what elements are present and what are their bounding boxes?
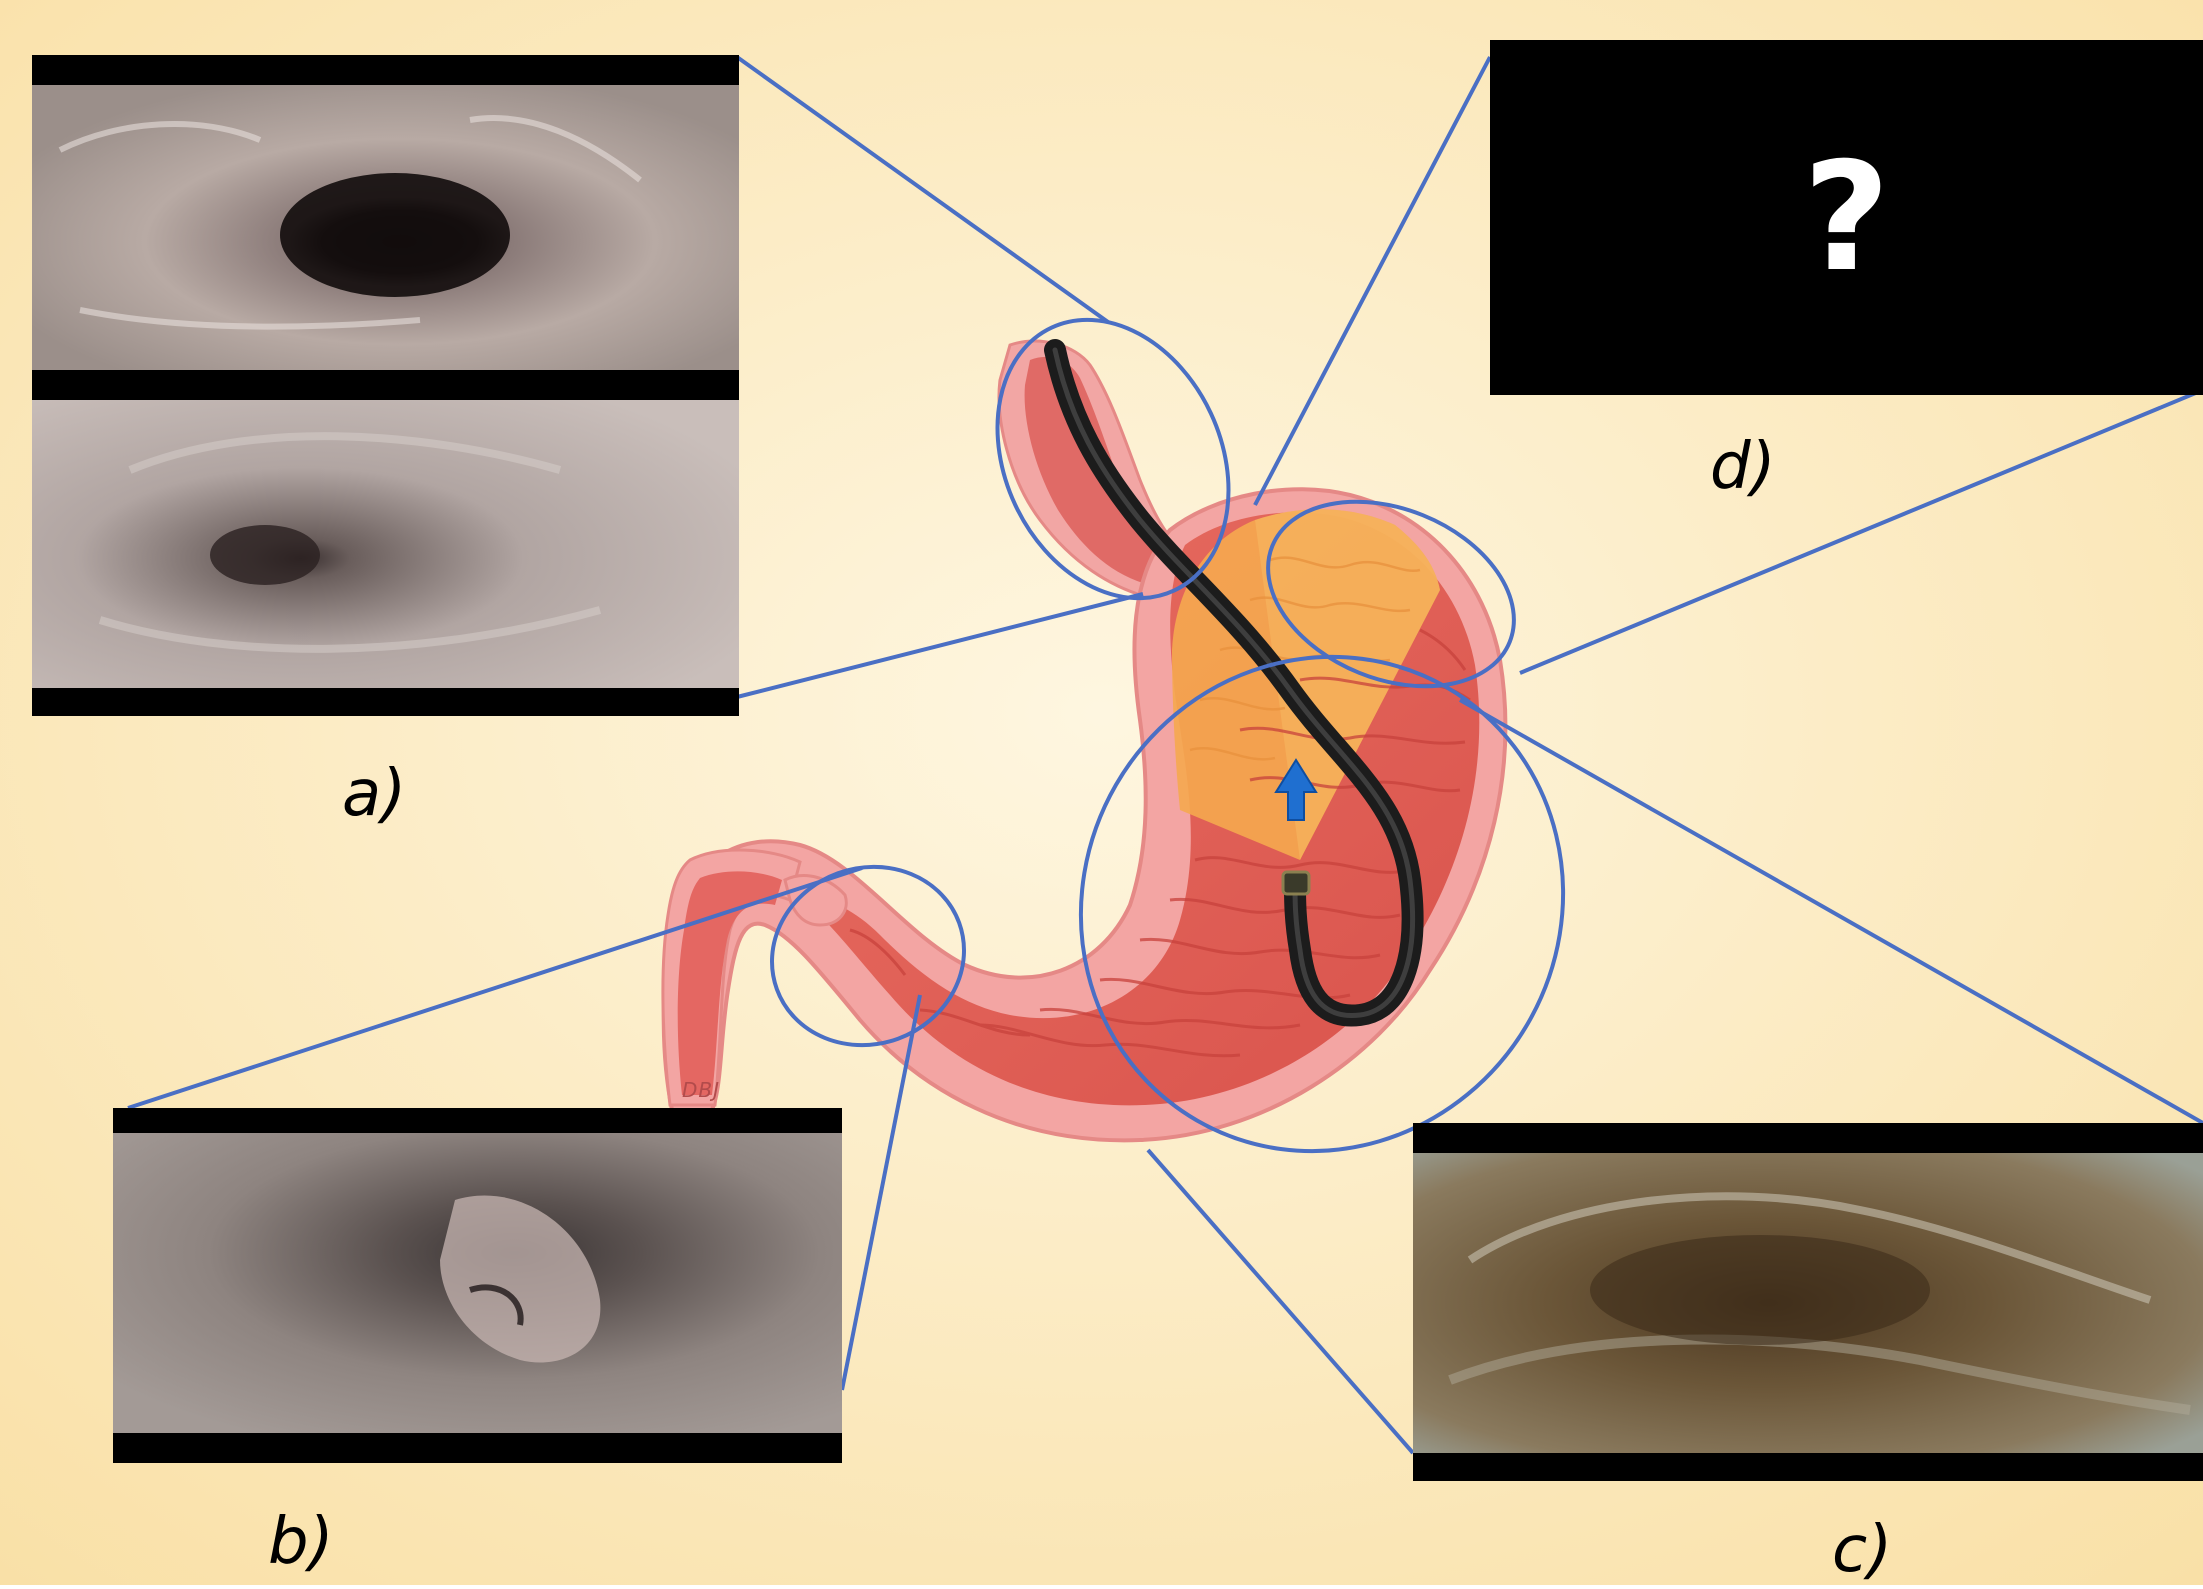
panel-a-top-bar bbox=[32, 55, 739, 85]
panel-c-bottom-bar bbox=[1413, 1453, 2203, 1481]
illustration-signature: DBJ bbox=[682, 1078, 720, 1102]
endoscope-tip bbox=[1283, 872, 1309, 894]
panel-b bbox=[113, 1108, 842, 1463]
panel-c bbox=[1413, 1123, 2203, 1481]
caption-d: d) bbox=[1710, 435, 1776, 499]
panel-b-bottom-bar bbox=[113, 1433, 842, 1463]
panel-c-top-bar bbox=[1413, 1123, 2203, 1153]
panel-b-top-bar bbox=[113, 1108, 842, 1133]
panel-d-question-mark: ? bbox=[1490, 40, 2203, 395]
panel-a-lumen-1 bbox=[280, 173, 510, 297]
caption-c: c) bbox=[1832, 1518, 1892, 1582]
caption-a: a) bbox=[342, 762, 406, 826]
panel-a-middle-bar bbox=[32, 370, 739, 400]
panel-a-bottom-bar bbox=[32, 688, 739, 716]
panel-c-lumen bbox=[1590, 1235, 1930, 1345]
caption-b: b) bbox=[268, 1510, 334, 1574]
panel-a bbox=[32, 55, 739, 716]
panel-a-lumen-2 bbox=[210, 525, 320, 585]
